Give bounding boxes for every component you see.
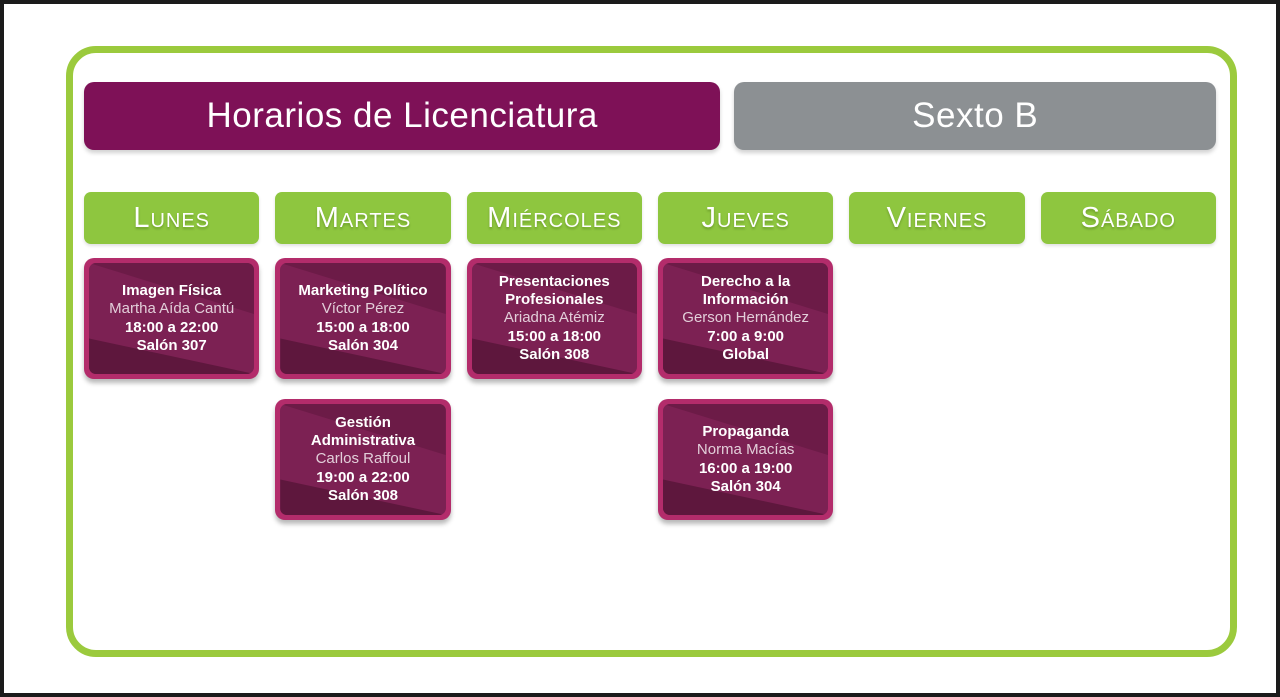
days-row: Lunes Martes Miércoles Jueves Viernes Sábado: [84, 192, 1216, 244]
day-header-miercoles: Miércoles: [466, 192, 642, 244]
class-room: Salón 304: [710, 477, 781, 495]
day-header-lunes: Lunes: [84, 192, 260, 244]
class-subject: Gestión Administrativa: [310, 413, 416, 450]
class-time: 19:00 a 22:00: [316, 468, 410, 486]
class-room: Salón 308: [519, 345, 590, 363]
class-time: 16:00 a 19:00: [698, 459, 793, 477]
class-room: Salón 304: [327, 336, 399, 354]
day-header-jueves: Jueves: [657, 192, 834, 244]
class-subject: Derecho a la Información: [701, 272, 791, 309]
class-teacher: Ariadna Atémiz: [503, 309, 605, 327]
class-room: Salón 308: [327, 486, 399, 504]
class-room: Global: [722, 345, 769, 363]
group-title: Sexto B: [734, 82, 1216, 150]
class-subject: Presentaciones Profesionales: [498, 272, 610, 309]
class-time: 7:00 a 9:00: [707, 327, 785, 345]
class-time: 18:00 a 22:00: [124, 318, 219, 336]
day-header-martes: Martes: [275, 192, 451, 244]
day-header-sabado: Sábado: [1040, 192, 1216, 244]
class-subject: Marketing Político: [298, 281, 428, 299]
page-title: Horarios de Licenciatura: [84, 82, 721, 150]
class-teacher: Víctor Pérez: [321, 300, 405, 318]
class-time: 15:00 a 18:00: [316, 318, 410, 336]
class-teacher: Gerson Hernández: [682, 309, 810, 327]
day-header-viernes: Viernes: [849, 192, 1025, 244]
class-teacher: Norma Macías: [696, 441, 795, 459]
class-room: Salón 307: [136, 336, 207, 354]
class-subject: Imagen Física: [122, 281, 222, 299]
class-teacher: Carlos Raffoul: [315, 450, 411, 468]
class-teacher: Martha Aída Cantú: [109, 300, 235, 318]
class-time: 15:00 a 18:00: [507, 327, 602, 345]
class-subject: Propaganda: [702, 422, 789, 440]
header-row: Horarios de Licenciatura Sexto B: [84, 82, 1216, 150]
